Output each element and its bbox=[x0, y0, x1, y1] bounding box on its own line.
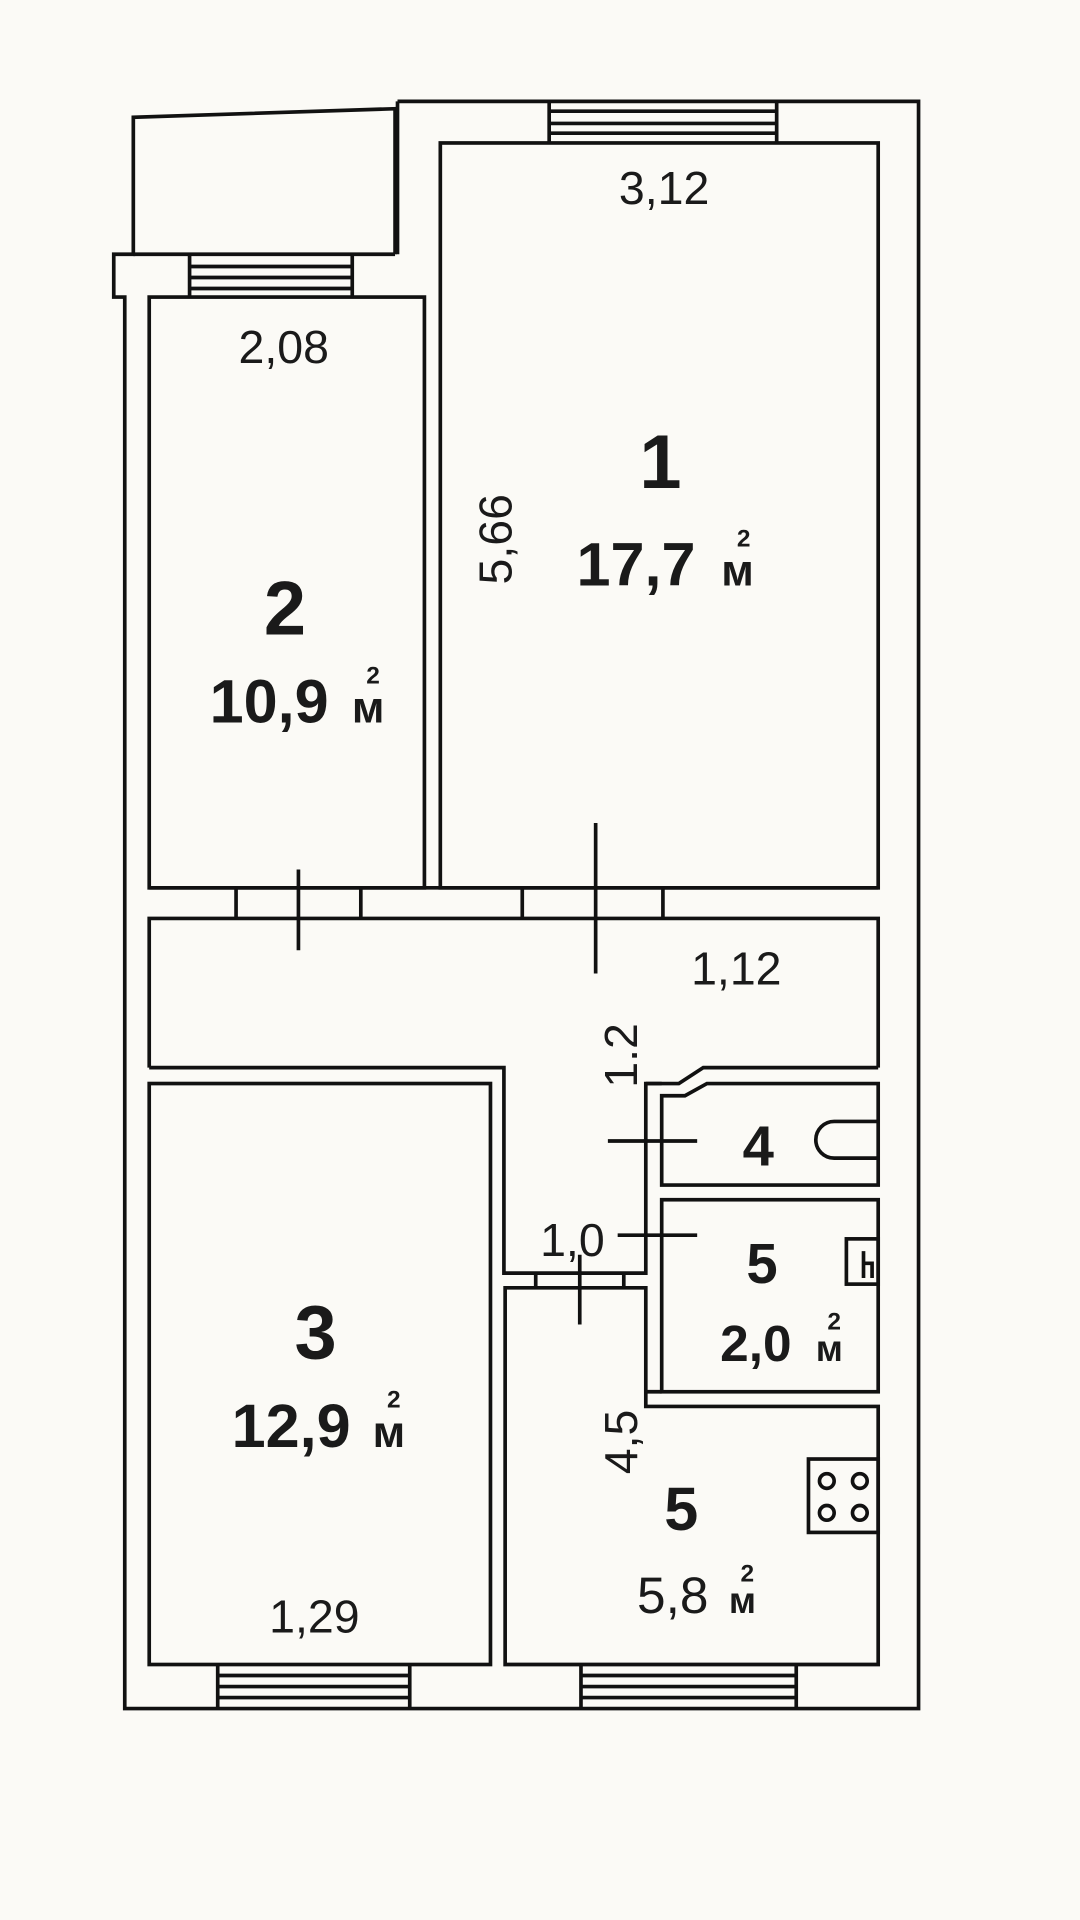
room-3-number: 3 bbox=[294, 1291, 336, 1376]
kitchen-number: 5 bbox=[664, 1475, 698, 1543]
corridor-outline bbox=[147, 916, 881, 1275]
room-2-sup: 2 bbox=[366, 663, 380, 690]
room-2-unit: м bbox=[352, 684, 385, 733]
walls bbox=[111, 99, 921, 1711]
dim-room1-width: 3,12 bbox=[619, 162, 709, 214]
room-2-number: 2 bbox=[264, 567, 306, 652]
dim-room2-width: 2,08 bbox=[239, 321, 329, 373]
kitchen-area: 5,8 bbox=[637, 1566, 708, 1624]
kitchen-sup: 2 bbox=[741, 1560, 755, 1587]
room-1-area: 17,7 bbox=[577, 531, 696, 599]
bathtub-icon bbox=[814, 1119, 879, 1160]
outer-wall bbox=[111, 99, 921, 1711]
toilet-icon bbox=[844, 1237, 881, 1286]
balcony bbox=[133, 101, 400, 257]
room-5-toilet-number: 5 bbox=[746, 1232, 777, 1295]
windows bbox=[187, 101, 799, 1709]
dim-corridor-width: 1,12 bbox=[691, 942, 781, 994]
room-4-number: 4 bbox=[743, 1114, 774, 1177]
room-3-area: 12,9 bbox=[232, 1392, 351, 1460]
room-2-area: 10,9 bbox=[210, 668, 329, 736]
room-1-unit: м bbox=[721, 547, 754, 596]
toilet-icon-mark bbox=[861, 1251, 874, 1279]
dim-room3-width: 1,29 bbox=[269, 1591, 359, 1643]
stove-icon bbox=[806, 1457, 881, 1535]
kitchen-unit: м bbox=[729, 1580, 756, 1621]
doors bbox=[149, 823, 879, 1394]
room-3-sup: 2 bbox=[387, 1387, 401, 1414]
room-1-number: 1 bbox=[639, 420, 681, 505]
room-1-sup: 2 bbox=[737, 526, 751, 553]
toilet-room-outline bbox=[659, 1197, 881, 1394]
dim-kitchen-length: 4,5 bbox=[595, 1410, 647, 1475]
room-3-unit: м bbox=[373, 1408, 406, 1457]
dim-room1-length: 5,66 bbox=[469, 494, 521, 584]
kitchen-outline bbox=[503, 1285, 881, 1667]
dim-corridor-length: 1.2 bbox=[595, 1023, 647, 1088]
bathroom-outline bbox=[659, 1081, 881, 1187]
room-5-toilet-unit: м bbox=[816, 1328, 843, 1369]
dim-passage-width: 1,0 bbox=[540, 1214, 605, 1266]
room-5-toilet-sup: 2 bbox=[827, 1308, 841, 1335]
room-5-toilet-area: 2,0 bbox=[720, 1314, 791, 1372]
room-3-outline bbox=[147, 1081, 493, 1667]
